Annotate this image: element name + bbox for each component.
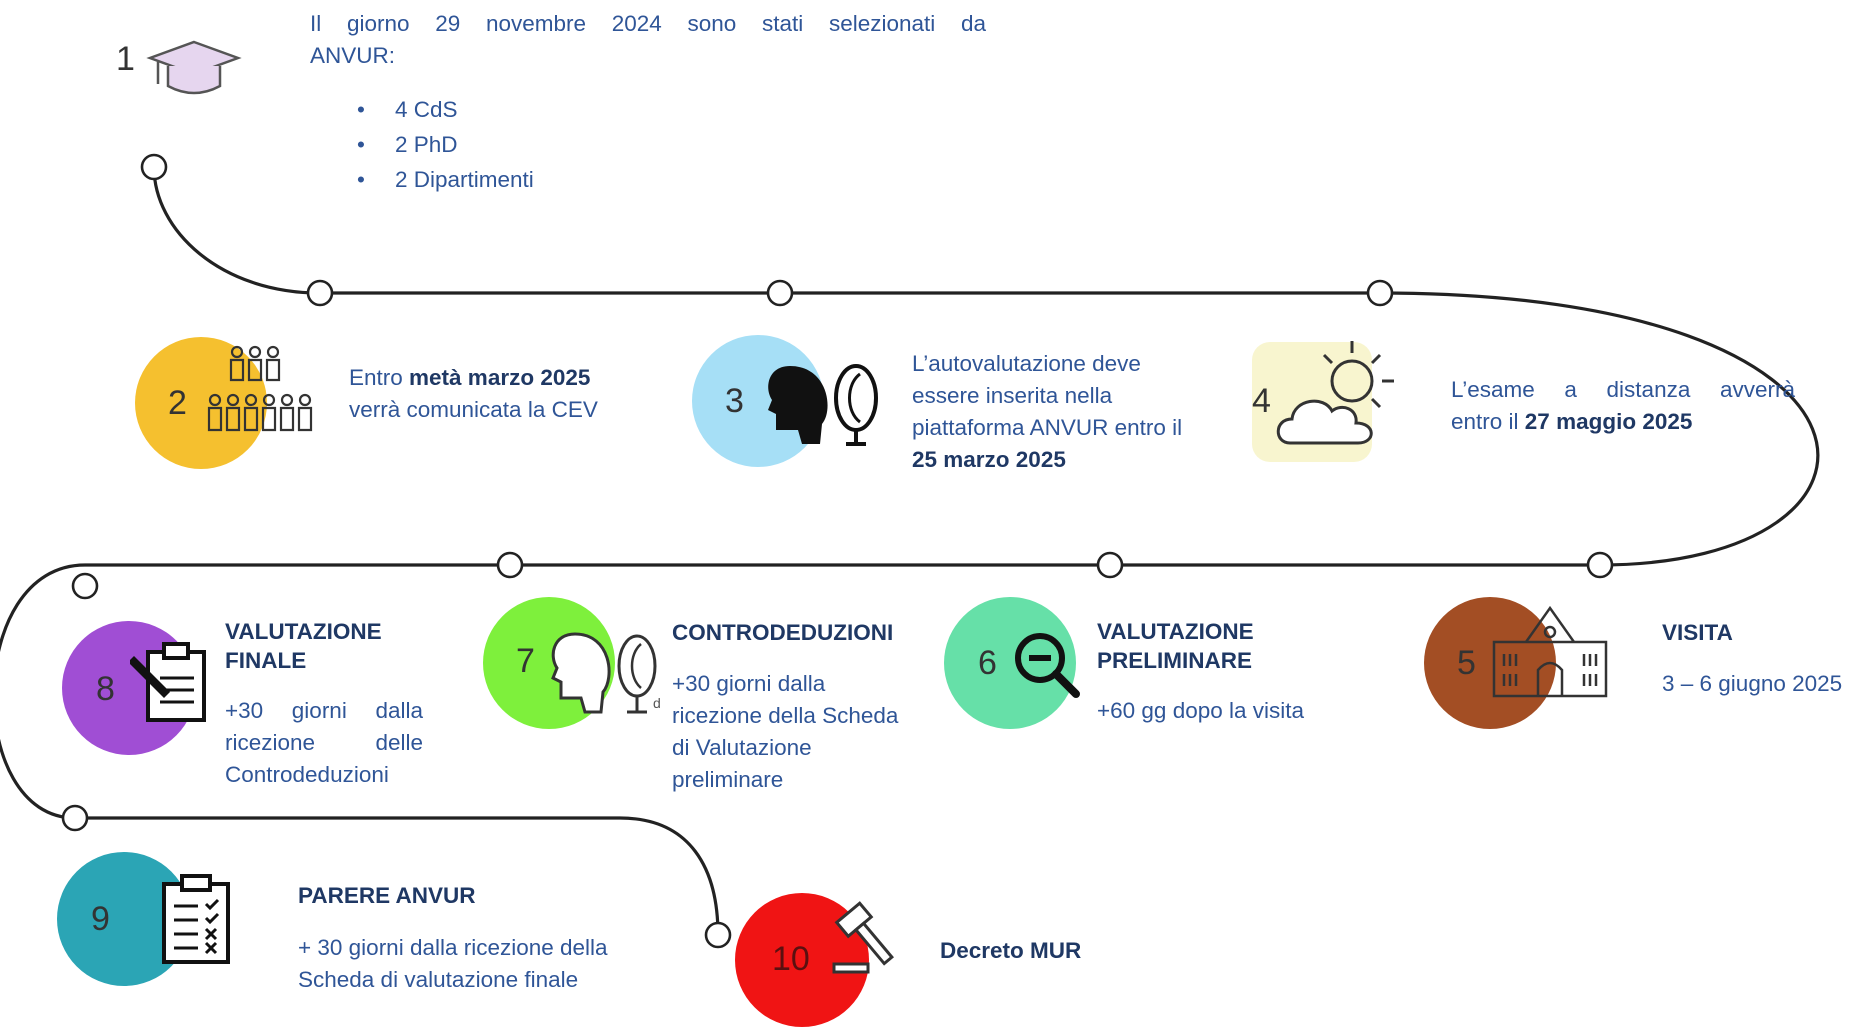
people-icon <box>207 345 313 432</box>
step-7-text: +30 giorni dalla ricezione della Scheda … <box>672 671 899 792</box>
step-2-text: Entro metà marzo 2025 verrà comunicata l… <box>349 365 598 422</box>
step-1-number: 1 <box>116 40 135 78</box>
checklist-clipboard-icon <box>162 874 230 964</box>
face-mirror-icon: d <box>551 632 661 714</box>
step-2-badge <box>135 337 267 469</box>
milestone-node <box>496 551 524 579</box>
milestone-node <box>704 921 732 949</box>
intro-text: Il giorno 29 novembre 2024 sono stati se… <box>310 8 986 72</box>
intro-line-2: ANVUR: <box>310 43 396 68</box>
bullet-item: 4 CdS <box>357 92 534 127</box>
milestone-node <box>1586 551 1614 579</box>
step-6-badge <box>944 597 1076 729</box>
step-6-text: +60 gg dopo la visita <box>1097 698 1305 723</box>
milestone-node <box>61 804 89 832</box>
step-2-number: 2 <box>168 384 187 422</box>
milestone-node <box>1366 279 1394 307</box>
step-8-title: VALUTAZIONE FINALE <box>225 619 382 673</box>
step-5-badge <box>1424 597 1556 729</box>
step-3-text: L’autovalutazione deve essere inserita n… <box>912 351 1183 472</box>
gavel-icon <box>832 901 894 974</box>
milestone-node <box>1096 551 1124 579</box>
edit-clipboard-icon <box>130 642 206 722</box>
step-9-number: 9 <box>91 900 110 938</box>
step-5-title: VISITA <box>1662 620 1733 645</box>
step-9-title: PARERE ANVUR <box>298 883 476 908</box>
mirror-face-icon <box>768 364 878 446</box>
university-building-icon <box>1492 605 1608 698</box>
step-4-number: 4 <box>1252 382 1271 420</box>
step-10-number: 10 <box>772 940 810 978</box>
svg-text:d: d <box>653 695 661 711</box>
step-7-number: 7 <box>516 642 535 680</box>
milestone-node <box>766 279 794 307</box>
step-4-text: L’esame a distanza avverrà entro il 27 m… <box>1451 377 1795 434</box>
intro-bullet-list: 4 CdS 2 PhD 2 Dipartimenti <box>357 92 534 197</box>
step-8-text: +30 giorni dalla ricezione delle Controd… <box>225 698 423 787</box>
step-6-title: VALUTAZIONE PRELIMINARE <box>1097 619 1254 673</box>
step-6-number: 6 <box>978 644 997 682</box>
bullet-item: 2 Dipartimenti <box>357 162 534 197</box>
step-5-text: 3 – 6 giugno 2025 <box>1662 671 1843 696</box>
bullet-item: 2 PhD <box>357 127 534 162</box>
step-3-number: 3 <box>725 382 744 420</box>
milestone-node <box>140 153 168 181</box>
step-9-text: + 30 giorni dalla ricezione della Scheda… <box>298 935 608 992</box>
graduation-cap-icon <box>146 40 242 95</box>
zoom-out-icon <box>1015 633 1080 698</box>
intro-line-1: Il giorno 29 novembre 2024 sono stati se… <box>310 11 986 36</box>
milestone-node <box>306 279 334 307</box>
sun-cloud-icon <box>1276 341 1394 445</box>
step-7-title: CONTRODEDUZIONI <box>672 620 894 645</box>
step-8-number: 8 <box>96 670 115 708</box>
step-5-number: 5 <box>1457 644 1476 682</box>
milestone-node <box>71 572 99 600</box>
step-10-title: Decreto MUR <box>940 938 1082 963</box>
